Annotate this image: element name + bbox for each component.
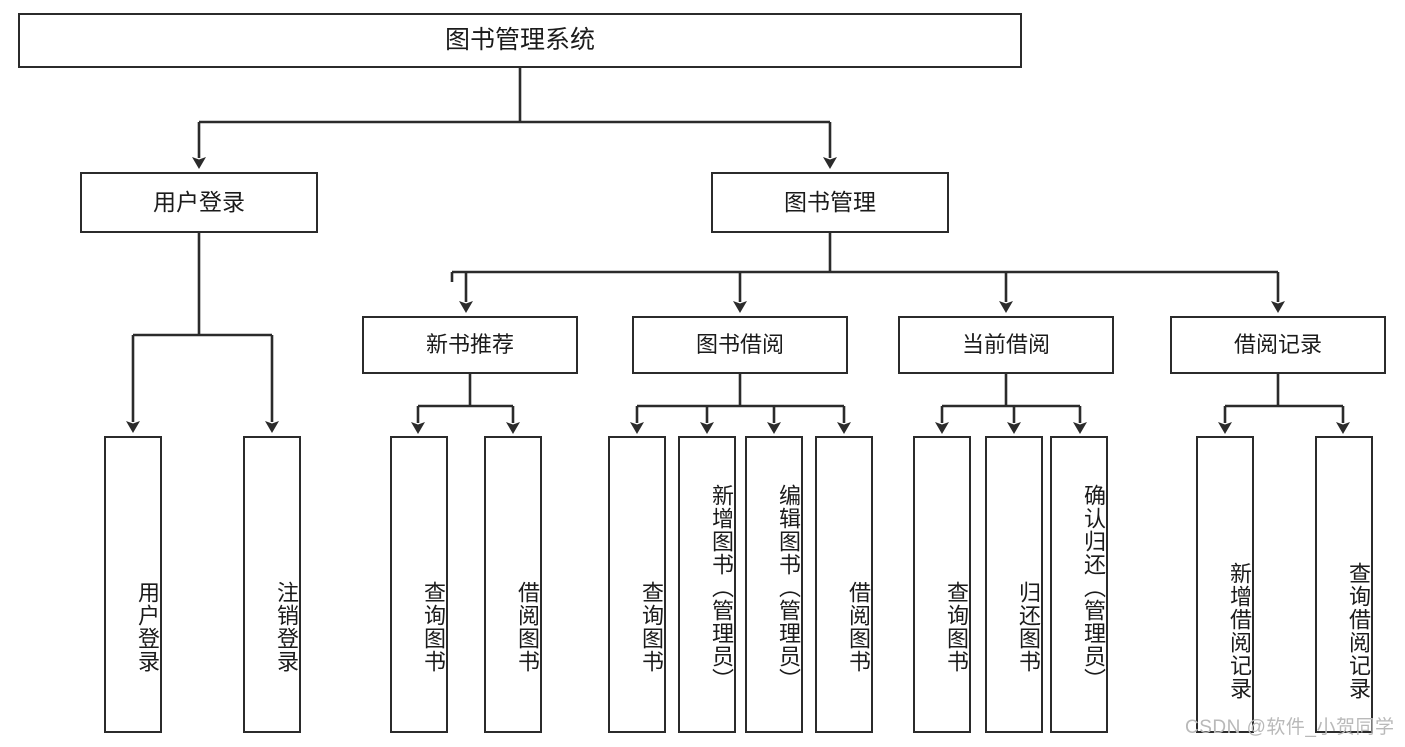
leaf-edit-book[interactable]: 编辑图书（管理员）: [745, 436, 803, 733]
node-current-borrow[interactable]: 当前借阅: [898, 316, 1114, 374]
leaf-query-record-label: 查询借阅记录: [1346, 561, 1371, 700]
leaf-edit-book-label: 编辑图书（管理员）: [776, 484, 801, 691]
node-root[interactable]: 图书管理系统: [18, 13, 1022, 68]
node-borrow-record-label: 借阅记录: [1233, 332, 1322, 358]
leaf-query-record[interactable]: 查询借阅记录: [1315, 436, 1373, 733]
leaf-query-book-3[interactable]: 查询图书: [913, 436, 971, 733]
leaf-add-book-label: 新增图书（管理员）: [709, 484, 734, 691]
leaf-add-record-label: 新增借阅记录: [1227, 561, 1252, 700]
leaf-return-book-label: 归还图书: [1016, 580, 1041, 673]
node-new-book-recommend-label: 新书推荐: [425, 332, 514, 358]
leaf-query-book-1-label: 查询图书: [421, 580, 446, 673]
node-user-login[interactable]: 用户登录: [80, 172, 318, 233]
leaf-user-logout[interactable]: 注销登录: [243, 436, 301, 733]
leaf-borrow-book-2[interactable]: 借阅图书: [815, 436, 873, 733]
leaf-user-login-label: 用户登录: [135, 580, 160, 673]
leaf-add-record[interactable]: 新增借阅记录: [1196, 436, 1254, 733]
node-book-borrow-label: 图书借阅: [695, 332, 784, 358]
leaf-confirm-return[interactable]: 确认归还（管理员）: [1050, 436, 1108, 733]
leaf-query-book-2-label: 查询图书: [639, 580, 664, 673]
leaf-user-login[interactable]: 用户登录: [104, 436, 162, 733]
node-new-book-recommend[interactable]: 新书推荐: [362, 316, 578, 374]
leaf-add-book[interactable]: 新增图书（管理员）: [678, 436, 736, 733]
leaf-borrow-book-1-label: 借阅图书: [515, 580, 540, 673]
node-book-manage-label: 图书管理: [784, 188, 876, 215]
node-book-borrow[interactable]: 图书借阅: [632, 316, 848, 374]
leaf-confirm-return-label: 确认归还（管理员）: [1081, 484, 1106, 691]
node-current-borrow-label: 当前借阅: [961, 332, 1050, 358]
leaf-query-book-1[interactable]: 查询图书: [390, 436, 448, 733]
node-borrow-record[interactable]: 借阅记录: [1170, 316, 1386, 374]
leaf-query-book-3-label: 查询图书: [944, 580, 969, 673]
node-book-manage[interactable]: 图书管理: [711, 172, 949, 233]
leaf-user-logout-label: 注销登录: [274, 580, 299, 673]
leaf-borrow-book-2-label: 借阅图书: [846, 580, 871, 673]
csdn-watermark: CSDN @软件_小贺同学: [1185, 717, 1395, 738]
node-root-label: 图书管理系统: [444, 25, 595, 54]
leaf-return-book[interactable]: 归还图书: [985, 436, 1043, 733]
leaf-query-book-2[interactable]: 查询图书: [608, 436, 666, 733]
node-user-login-label: 用户登录: [153, 188, 245, 215]
leaf-borrow-book-1[interactable]: 借阅图书: [484, 436, 542, 733]
